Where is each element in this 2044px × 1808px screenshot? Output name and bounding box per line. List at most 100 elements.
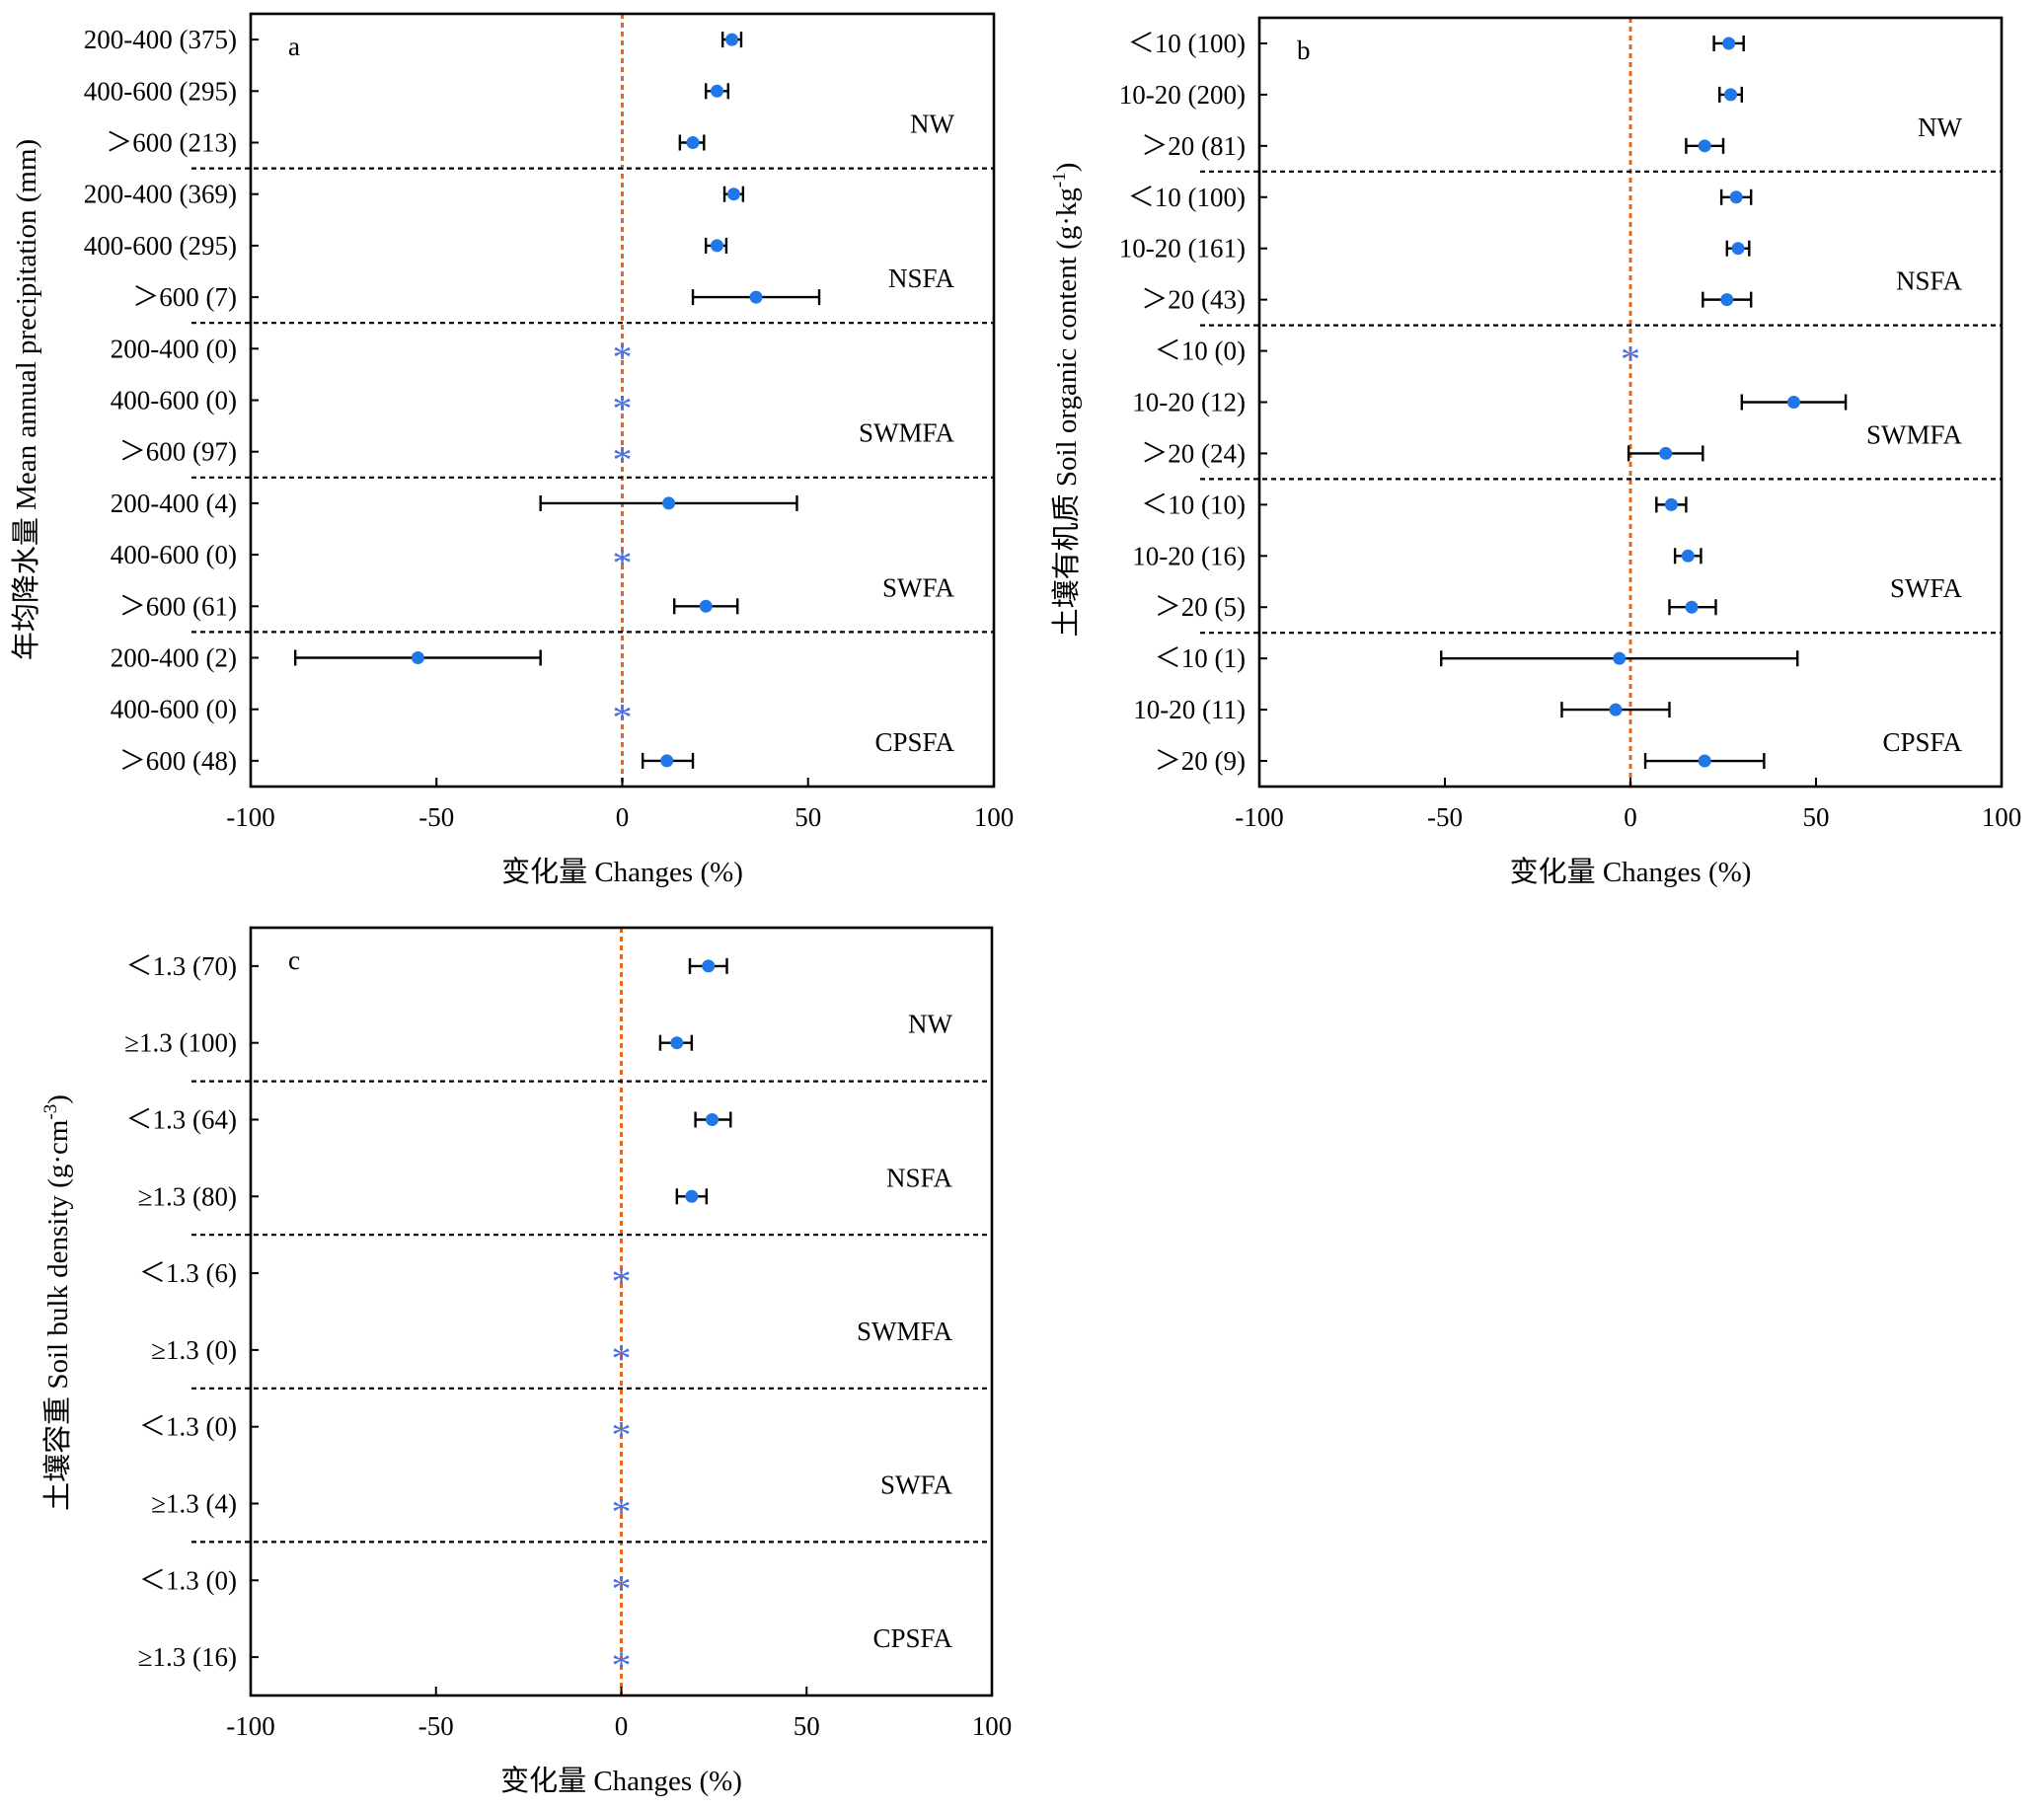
group-label-swfa: SWFA — [1890, 573, 1963, 603]
row-label: ＞600 (7) — [132, 282, 237, 312]
y-axis-label-main: 年均降水量 Mean annual precipitation (mm) — [10, 139, 42, 660]
x-tick-label: 50 — [794, 1711, 820, 1741]
missing-data-marker: * — [613, 696, 633, 740]
mean-point — [1681, 549, 1695, 563]
missing-data-marker: * — [612, 1336, 632, 1381]
mean-point — [1720, 293, 1734, 307]
y-axis-label: 土壤有机质 Soil organic content (g·kg-1) — [1049, 163, 1083, 638]
mean-point — [1786, 396, 1800, 409]
panel-letter: c — [288, 945, 300, 975]
mean-point — [702, 959, 716, 973]
x-tick-label: 50 — [795, 802, 821, 832]
mean-point — [660, 754, 674, 768]
mean-point — [711, 84, 724, 98]
row-label: ＞20 (43) — [1141, 285, 1246, 315]
missing-data-marker: * — [612, 1490, 632, 1535]
group-label-cpsfa: CPSFA — [872, 1623, 952, 1653]
row-label: ＞600 (61) — [119, 591, 237, 621]
x-tick-label: 0 — [1624, 802, 1637, 832]
row-label: ≥1.3 (0) — [151, 1335, 237, 1365]
mean-point — [1664, 497, 1678, 511]
row-label: ＜10 (100) — [1128, 29, 1246, 58]
row-label: ＞600 (48) — [119, 746, 237, 776]
row-label: ≥1.3 (80) — [138, 1181, 237, 1211]
group-label-nw: NW — [908, 1010, 952, 1039]
missing-data-marker: * — [612, 1566, 632, 1611]
mean-point — [1659, 446, 1673, 460]
row-label: ＜10 (100) — [1128, 183, 1246, 212]
row-label: ＞20 (81) — [1141, 131, 1246, 161]
group-label-nw: NW — [910, 110, 954, 139]
x-tick-label: -50 — [418, 802, 454, 832]
missing-data-marker: * — [613, 387, 633, 431]
mean-point — [726, 188, 740, 201]
mean-point — [662, 496, 676, 510]
row-label: 400-600 (295) — [84, 231, 237, 261]
group-label-cpsfa: CPSFA — [1882, 727, 1962, 757]
row-label: ＜10 (1) — [1155, 643, 1246, 673]
mean-point — [725, 33, 739, 46]
missing-data-marker: * — [613, 438, 633, 483]
row-label: ＞20 (5) — [1155, 592, 1246, 622]
y-axis-label: 年均降水量 Mean annual precipitation (mm) — [10, 139, 42, 660]
missing-data-marker: * — [613, 335, 633, 379]
mean-point — [1613, 651, 1627, 665]
panel-letter: a — [288, 32, 300, 61]
mean-point — [685, 1189, 699, 1203]
mean-point — [699, 599, 713, 613]
mean-point — [1722, 37, 1736, 50]
row-label: ≥1.3 (100) — [124, 1028, 237, 1058]
x-tick-label: 100 — [972, 1711, 1013, 1741]
row-label: ＞20 (9) — [1155, 746, 1246, 776]
missing-data-marker: * — [612, 1413, 632, 1458]
row-label: 10-20 (16) — [1132, 541, 1246, 570]
x-tick-label: -100 — [226, 1711, 275, 1741]
row-label: 400-600 (295) — [84, 76, 237, 106]
y-axis-label-end: ) — [42, 1094, 74, 1104]
row-label: ＞600 (213) — [106, 128, 237, 158]
x-tick-label: 0 — [615, 1711, 629, 1741]
row-label: 200-400 (2) — [111, 643, 237, 673]
y-axis-label-end: ) — [1051, 163, 1083, 173]
group-label-swfa: SWFA — [880, 1470, 953, 1500]
group-label-swmfa: SWMFA — [857, 1317, 953, 1346]
x-tick-label: -50 — [1427, 802, 1463, 832]
missing-data-marker: * — [612, 1643, 632, 1688]
x-tick-label: 100 — [1982, 802, 2022, 832]
row-label: 400-600 (0) — [111, 695, 237, 724]
x-tick-label: 0 — [616, 802, 630, 832]
row-label: ＜1.3 (70) — [126, 951, 237, 981]
group-label-nsfa: NSFA — [888, 264, 955, 293]
mean-point — [1698, 139, 1711, 153]
group-label-nw: NW — [1918, 113, 1962, 142]
row-label: ＞20 (24) — [1141, 438, 1246, 468]
mean-point — [1698, 754, 1711, 768]
mean-point — [705, 1113, 719, 1126]
mean-point — [711, 239, 724, 253]
row-label: 200-400 (369) — [84, 180, 237, 209]
row-label: ＜10 (10) — [1141, 490, 1246, 519]
x-axis-label: 变化量 Changes (%) — [501, 856, 743, 888]
row-label: ≥1.3 (4) — [151, 1489, 237, 1519]
mean-point — [1609, 703, 1623, 716]
row-label: 10-20 (11) — [1133, 695, 1246, 724]
row-label: ＜1.3 (6) — [139, 1258, 237, 1288]
missing-data-marker: * — [613, 541, 633, 585]
row-label: 400-600 (0) — [111, 386, 237, 415]
y-axis-label: 土壤容重 Soil bulk density (g·cm-3) — [40, 1094, 74, 1511]
x-tick-label: -100 — [226, 802, 275, 832]
row-label: 200-400 (4) — [111, 489, 237, 518]
row-label: 10-20 (161) — [1119, 234, 1246, 264]
missing-data-marker: * — [612, 1259, 632, 1304]
mean-point — [1729, 190, 1743, 204]
group-label-swmfa: SWMFA — [859, 418, 955, 448]
y-axis-label-main: 土壤容重 Soil bulk density (g·cm — [41, 1119, 74, 1511]
row-label: ＜10 (0) — [1155, 337, 1246, 366]
row-label: ＜1.3 (0) — [139, 1412, 237, 1442]
row-label: 10-20 (12) — [1132, 388, 1246, 417]
group-label-cpsfa: CPSFA — [874, 727, 954, 757]
group-label-nsfa: NSFA — [886, 1163, 953, 1192]
row-label: 200-400 (375) — [84, 25, 237, 54]
